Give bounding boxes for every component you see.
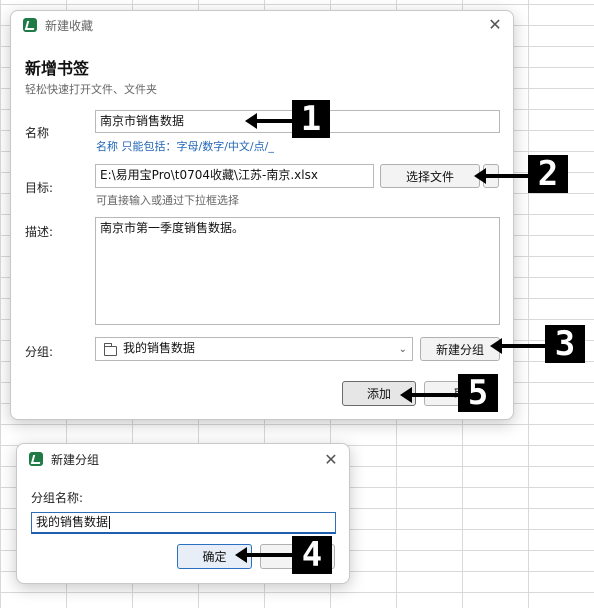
group-dialog-title: 新建分组: [51, 452, 100, 467]
group-select[interactable]: 我的销售数据 ⌄: [95, 337, 413, 361]
annotation-arrow-5: [400, 387, 462, 403]
annotation-marker-4: 4: [292, 535, 332, 575]
annotation-marker-1: 1: [292, 99, 330, 139]
annotation-marker-2: 2: [528, 154, 568, 194]
description-textarea[interactable]: 南京市第一季度销售数据。: [95, 217, 500, 325]
annotation-arrow-3: [490, 338, 550, 354]
chevron-down-icon: ⌄: [398, 344, 407, 355]
folder-icon: [104, 343, 117, 356]
bookmark-dialog-title: 新建收藏: [45, 18, 94, 33]
target-label: 目标:: [25, 181, 54, 195]
excel-app-icon: [23, 18, 39, 32]
description-label: 描述:: [25, 225, 54, 239]
new-group-button[interactable]: 新建分组: [420, 337, 500, 361]
bookmark-dialog-titlebar: 新建收藏 ✕: [11, 11, 513, 39]
choose-file-button[interactable]: 选择文件: [380, 164, 480, 188]
name-label: 名称: [25, 126, 50, 140]
annotation-arrow-2: [474, 168, 532, 184]
text-caret: [109, 516, 111, 529]
dialog-subheading: 轻松快速打开文件、文件夹: [25, 83, 157, 96]
group-name-value: 我的销售数据: [36, 515, 109, 529]
annotation-marker-5: 5: [458, 373, 498, 413]
new-bookmark-dialog: 新建收藏 ✕ 新增书签 轻松快速打开文件、文件夹 名称 南京市销售数据 名称 只…: [10, 10, 514, 420]
excel-app-icon: [29, 452, 45, 466]
group-label: 分组:: [25, 345, 54, 359]
group-name-label: 分组名称:: [31, 491, 84, 505]
annotation-arrow-4: [235, 547, 297, 563]
dialog-heading: 新增书签: [25, 59, 90, 78]
name-hint: 名称 只能包括：字母/数字/中文/点/_: [96, 140, 274, 153]
annotation-marker-3: 3: [545, 324, 585, 364]
annotation-arrow-1: [245, 113, 297, 129]
close-icon[interactable]: ✕: [488, 15, 502, 34]
target-hint: 可直接输入或通过下拉框选择: [96, 194, 239, 207]
group-dialog-titlebar: 新建分组 ✕: [17, 444, 349, 474]
group-name-input[interactable]: 我的销售数据: [31, 512, 336, 534]
close-icon[interactable]: ✕: [324, 450, 338, 469]
group-select-value: 我的销售数据: [123, 341, 196, 355]
target-input[interactable]: E:\易用宝Pro\t0704收藏\江苏-南京.xlsx: [95, 164, 374, 188]
